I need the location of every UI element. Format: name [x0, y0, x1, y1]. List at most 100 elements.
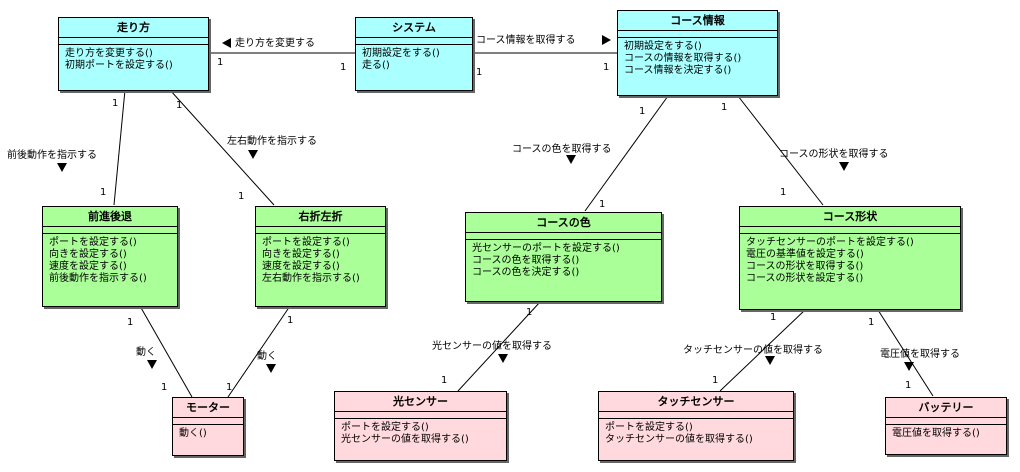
multiplicity: 1 [441, 375, 448, 386]
operations-compartment: 走り方を変更する() 初期ポートを設定する() [59, 45, 208, 74]
operation: 電圧の基準値を設定する() [746, 249, 864, 260]
class-name: コース形状 [740, 207, 960, 227]
operations-compartment: ポートを設定する() 向きを設定する() 速度を設定する() 左右動作を指示する… [256, 234, 385, 287]
direction-arrow-icon [57, 163, 67, 172]
class-name: 走り方 [59, 18, 208, 38]
operation: ポートを設定する() [341, 422, 429, 433]
attribute-compartment [886, 418, 1006, 425]
attribute-compartment [466, 233, 661, 240]
operation: 走り方を変更する() [65, 48, 153, 59]
multiplicity: 1 [721, 102, 728, 113]
assoc-label: 光センサーの値を取得する [432, 341, 552, 352]
class-motor: モーター 動く() [172, 397, 244, 456]
assoc-line-color-light [457, 301, 541, 392]
class-name: 前進後退 [43, 207, 177, 227]
multiplicity: 1 [905, 380, 912, 391]
direction-arrow-icon [147, 360, 157, 369]
operation: コースの色を決定する() [472, 267, 580, 278]
assoc-label: タッチセンサーの値を取得する [683, 345, 823, 356]
direction-arrow-icon [602, 35, 611, 45]
operation: 向きを設定する() [49, 249, 127, 260]
operation: 光センサーのポートを設定する() [472, 243, 620, 254]
assoc-line-course-info-color [584, 95, 669, 212]
operation: 初期設定をする() [362, 48, 440, 59]
operation: 光センサーの値を取得する() [341, 434, 469, 445]
class-course-info: コース情報 初期設定をする() コースの情報を取得する() コース情報を決定する… [617, 10, 778, 96]
multiplicity: 1 [868, 317, 875, 328]
operations-compartment: ポートを設定する() 向きを設定する() 速度を設定する() 前後動作を指示する… [43, 234, 177, 287]
assoc-label: コースの色を取得する [512, 144, 612, 155]
operation: 前後動作を指示する() [49, 273, 147, 284]
operations-compartment: 初期設定をする() 走る() [356, 45, 472, 74]
operations-compartment: タッチセンサーのポートを設定する() 電圧の基準値を設定する() コースの形状を… [740, 234, 960, 287]
multiplicity: 1 [780, 187, 787, 198]
class-name: バッテリー [886, 398, 1006, 418]
class-name: コース情報 [618, 11, 777, 31]
class-system: システム 初期設定をする() 走る() [355, 17, 473, 91]
direction-arrow-icon [904, 362, 914, 371]
class-light-sensor: 光センサー ポートを設定する() 光センサーの値を取得する() [334, 391, 507, 461]
operation: コース情報を決定する() [624, 65, 732, 76]
class-hashirikata: 走り方 走り方を変更する() 初期ポートを設定する() [58, 17, 209, 91]
assoc-label: 動く [257, 351, 277, 362]
assoc-line-shape-battery [877, 309, 934, 397]
assoc-line-shape-touch [719, 309, 806, 392]
multiplicity: 1 [112, 98, 119, 109]
multiplicity: 1 [100, 187, 107, 198]
attribute-compartment [740, 227, 960, 234]
multiplicity: 1 [287, 315, 294, 326]
operation: 動く() [179, 428, 207, 439]
assoc-line-hashirikata-zenshin [113, 89, 126, 206]
operations-compartment: ポートを設定する() 光センサーの値を取得する() [335, 419, 506, 448]
class-name: 右折左折 [256, 207, 385, 227]
class-name: コースの色 [466, 213, 661, 233]
multiplicity: 1 [712, 375, 719, 386]
assoc-line-usetsu-motor [227, 305, 291, 398]
operation: 初期ポートを設定する() [65, 60, 173, 71]
assoc-line-course-info-shape [737, 95, 824, 206]
multiplicity: 1 [238, 191, 245, 202]
attribute-compartment [256, 227, 385, 234]
operations-compartment: 初期設定をする() コースの情報を取得する() コース情報を決定する() [618, 38, 777, 79]
multiplicity: 1 [770, 312, 777, 323]
direction-arrow-icon [222, 38, 231, 48]
operation: 速度を設定する() [262, 261, 340, 272]
operation: 電圧値を取得する() [892, 428, 980, 439]
attribute-compartment [356, 38, 472, 45]
assoc-label: 走り方を変更する [235, 38, 315, 49]
attribute-compartment [599, 412, 793, 419]
class-battery: バッテリー 電圧値を取得する() [885, 397, 1007, 455]
attribute-compartment [59, 38, 208, 45]
operation: ポートを設定する() [49, 237, 137, 248]
operation: コースの色を取得する() [472, 255, 580, 266]
assoc-line-hashirikata-usetsu [169, 89, 275, 206]
direction-arrow-icon [498, 354, 508, 363]
attribute-compartment [618, 31, 777, 38]
multiplicity: 1 [176, 100, 183, 111]
operation: 初期設定をする() [624, 41, 702, 52]
assoc-label: 前後動作を指示する [7, 150, 97, 161]
multiplicity: 1 [340, 62, 347, 73]
class-touch-sensor: タッチセンサー ポートを設定する() タッチセンサーの値を取得する() [598, 391, 794, 461]
multiplicity: 1 [603, 62, 610, 73]
attribute-compartment [43, 227, 177, 234]
operation: コースの形状を設定する() [746, 273, 864, 284]
operation: 走る() [362, 60, 390, 71]
operations-compartment: ポートを設定する() タッチセンサーの値を取得する() [599, 419, 793, 448]
operations-compartment: 動く() [173, 425, 243, 442]
operation: コースの形状を取得する() [746, 261, 864, 272]
assoc-label: コース情報を取得する [476, 35, 576, 46]
class-name: モーター [173, 398, 243, 418]
operation: 速度を設定する() [49, 261, 127, 272]
assoc-label: 電圧値を取得する [880, 349, 960, 360]
class-course-color: コースの色 光センサーのポートを設定する() コースの色を取得する() コースの… [465, 212, 662, 302]
class-course-shape: コース形状 タッチセンサーのポートを設定する() 電圧の基準値を設定する() コ… [739, 206, 961, 310]
direction-arrow-icon [839, 162, 849, 171]
multiplicity: 1 [599, 199, 606, 210]
assoc-label: 動く [136, 347, 156, 358]
operation: ポートを設定する() [262, 237, 350, 248]
multiplicity: 1 [639, 106, 646, 117]
operations-compartment: 電圧値を取得する() [886, 425, 1006, 442]
direction-arrow-icon [266, 364, 276, 373]
